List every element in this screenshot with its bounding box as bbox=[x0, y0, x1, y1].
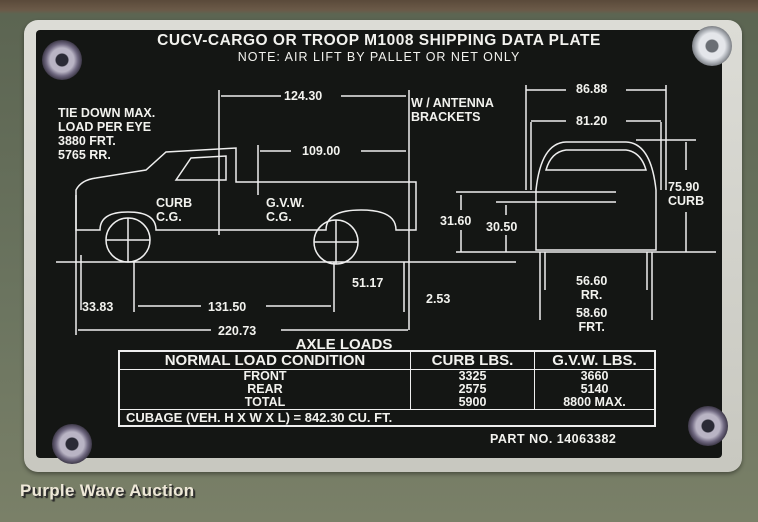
dim-30-50: 30.50 bbox=[486, 220, 518, 234]
conditions-cell: FRONT REAR TOTAL bbox=[120, 370, 411, 409]
front-label: FRT. bbox=[578, 320, 605, 334]
dim-109-00: 109.00 bbox=[302, 144, 341, 158]
rear-gvw-value: 5140 bbox=[580, 382, 609, 396]
row-rear-label: REAR bbox=[247, 382, 283, 396]
cubage-row: CUBAGE (VEH. H X W X L) = 842.30 CU. FT. bbox=[126, 410, 393, 425]
dim-75-90-curb: 75.90 CURB bbox=[668, 180, 704, 208]
data-plate: CUCV-CARGO OR TROOP M1008 SHIPPING DATA … bbox=[36, 30, 722, 458]
dim-58-60: 58.60 bbox=[576, 306, 608, 320]
plate-title: CUCV-CARGO OR TROOP M1008 SHIPPING DATA … bbox=[157, 32, 601, 49]
row-total-label: TOTAL bbox=[244, 395, 286, 409]
dim-2-53: 2.53 bbox=[426, 292, 451, 306]
tie-down-line-2: LOAD PER EYE bbox=[58, 120, 152, 134]
tie-down-line-1: TIE DOWN MAX. bbox=[58, 106, 156, 120]
watermark: Purple Wave Auction bbox=[20, 481, 195, 500]
col-header-curb: CURB LBS. bbox=[411, 352, 535, 369]
axle-loads-heading: AXLE LOADS bbox=[295, 336, 393, 353]
part-number: PART NO. 14063382 bbox=[490, 432, 617, 446]
col-header-condition: NORMAL LOAD CONDITION bbox=[120, 352, 411, 369]
antenna-line-2: BRACKETS bbox=[411, 110, 481, 124]
rivet-icon bbox=[688, 406, 728, 446]
dim-75-90: 75.90 bbox=[668, 180, 700, 194]
dim-58-60-front: 58.60 FRT. bbox=[576, 306, 607, 334]
table-header-row: NORMAL LOAD CONDITION CURB LBS. G.V.W. L… bbox=[120, 352, 654, 370]
front-gvw-value: 3660 bbox=[580, 369, 609, 383]
dim-31-60: 31.60 bbox=[440, 214, 472, 228]
plate-note: NOTE: AIR LIFT BY PALLET OR NET ONLY bbox=[237, 50, 521, 64]
rear-curb-value: 2575 bbox=[458, 382, 487, 396]
rivet-icon bbox=[692, 26, 732, 66]
curb-cg-line-2: C.G. bbox=[156, 210, 182, 224]
curb-cg-label: CURB C.G. bbox=[156, 196, 192, 224]
gvw-cell: 3660 5140 8800 MAX. bbox=[535, 370, 654, 409]
tie-down-front: 3880 FRT. bbox=[58, 134, 116, 148]
dim-56-60: 56.60 bbox=[576, 274, 608, 288]
tie-down-rear: 5765 RR. bbox=[58, 148, 111, 162]
col-header-gvw: G.V.W. LBS. bbox=[552, 352, 637, 369]
dim-131-50: 131.50 bbox=[208, 300, 247, 314]
row-front-label: FRONT bbox=[243, 369, 287, 383]
dim-51-17: 51.17 bbox=[352, 276, 384, 290]
rear-label: RR. bbox=[580, 288, 603, 302]
antenna-line-1: W / ANTENNA bbox=[411, 96, 494, 110]
dim-86-88: 86.88 bbox=[576, 82, 608, 96]
antenna-brackets-label: W / ANTENNA BRACKETS bbox=[411, 96, 494, 124]
rivet-icon bbox=[52, 424, 92, 464]
dim-81-20: 81.20 bbox=[576, 114, 608, 128]
curb-cell: 3325 2575 5900 bbox=[411, 370, 535, 409]
truck-diagram bbox=[56, 85, 716, 335]
gvw-cg-line-2: C.G. bbox=[266, 210, 292, 224]
dim-56-60-rear: 56.60 RR. bbox=[576, 274, 607, 302]
front-curb-value: 3325 bbox=[458, 369, 487, 383]
dim-overall-124-30: 124.30 bbox=[284, 89, 323, 103]
total-curb-value: 5900 bbox=[458, 395, 487, 409]
axle-loads-table: NORMAL LOAD CONDITION CURB LBS. G.V.W. L… bbox=[118, 350, 656, 427]
table-body: FRONT REAR TOTAL 3325 2575 5900 3660 514… bbox=[120, 370, 654, 410]
curb-label: CURB bbox=[668, 194, 705, 208]
gvw-cg-line-1: G.V.W. bbox=[266, 196, 305, 210]
curb-cg-line-1: CURB bbox=[156, 196, 193, 210]
total-gvw-value: 8800 MAX. bbox=[563, 395, 626, 409]
dim-220-73: 220.73 bbox=[218, 324, 257, 338]
rivet-icon bbox=[42, 40, 82, 80]
dim-33-83: 33.83 bbox=[82, 300, 114, 314]
tie-down-label: TIE DOWN MAX. LOAD PER EYE 3880 FRT. 576… bbox=[58, 106, 155, 162]
gvw-cg-label: G.V.W. C.G. bbox=[266, 196, 304, 224]
